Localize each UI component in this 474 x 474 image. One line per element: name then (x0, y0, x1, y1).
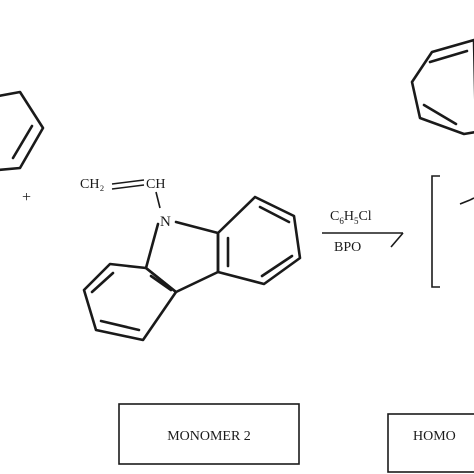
product-label-partial: HOMO (413, 429, 456, 444)
carbazole-structure: N (82, 195, 302, 342)
vinyl-ch-label: CH (146, 177, 165, 192)
plus-sign: + (22, 189, 31, 206)
vinyl-group: CH₂ CH (80, 177, 165, 209)
vinyl-ch2-label: CH₂ (80, 177, 104, 192)
initiator-label: BPO (334, 240, 361, 255)
monomer1-benzene-ring-partial (0, 90, 45, 172)
monomer2-label: MONOMER 2 (167, 429, 251, 444)
monomer2-label-box: MONOMER 2 (118, 403, 300, 465)
reaction-arrow: C6H5Cl BPO (322, 209, 404, 255)
nitrogen-label: N (160, 214, 171, 230)
product-label-box-partial: HOMO (387, 413, 474, 473)
solvent-label: C6H5Cl (330, 209, 372, 226)
product-structure-partial (410, 38, 474, 288)
